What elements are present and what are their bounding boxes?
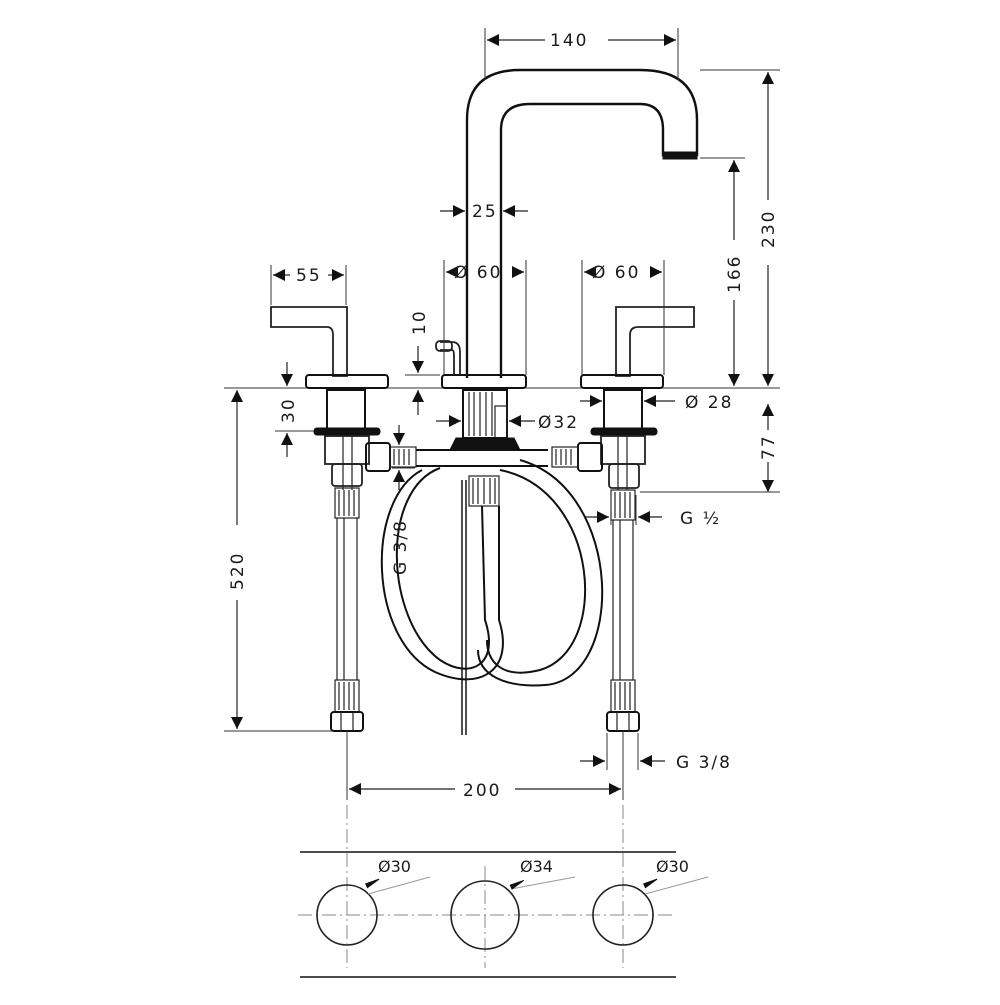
label-total-height: 230: [759, 210, 779, 248]
label-hose-thread: G 3/8: [391, 519, 411, 575]
dim-hose-length: 520: [224, 387, 332, 732]
label-hose-length: 520: [228, 552, 248, 590]
spout: [465, 68, 699, 378]
label-cutout-left: Ø30: [378, 857, 411, 876]
label-valve-height: 30: [279, 397, 299, 423]
dim-rosette-diameters: Ø 60 Ø 60: [443, 260, 665, 375]
label-spout-body-diameter: Ø32: [538, 413, 579, 433]
label-popup-height: 10: [410, 309, 430, 335]
aerator-icon: [662, 151, 698, 160]
left-handle: [270, 306, 389, 760]
label-below-deck: 77: [759, 434, 779, 460]
dim-heights: 230 166 77: [640, 69, 780, 493]
dim-center-distance: 200: [346, 760, 621, 801]
label-supply-thread: G 3/8: [676, 753, 732, 773]
label-cutout-right: Ø30: [656, 857, 689, 876]
dim-supply-thread: G 3/8: [580, 733, 732, 773]
label-valve-inlet-thread: G ½: [680, 509, 721, 529]
dim-valve-height: 30: [275, 362, 314, 457]
dim-spout-reach: 140: [484, 28, 679, 80]
label-cutout-center: Ø34: [520, 857, 553, 876]
cutout-center: [450, 880, 520, 950]
deck-cutout-plan: Ø30 Ø34 Ø30: [298, 805, 709, 978]
label-right-rosette: Ø 60: [592, 263, 640, 283]
dim-hose-thread: G 3/8: [391, 425, 415, 575]
label-tube-width: 25: [472, 202, 498, 222]
cutout-right: [592, 884, 654, 946]
dim-spout-body-diameter: Ø32: [436, 413, 579, 433]
flexible-hoses: [380, 449, 604, 687]
label-center-rosette: Ø 60: [454, 263, 502, 283]
cutout-left: [316, 884, 378, 946]
label-handle-length: 55: [296, 266, 322, 286]
spout-body: [435, 340, 527, 735]
label-center-distance: 200: [463, 781, 501, 801]
label-outlet-height: 166: [725, 255, 745, 293]
dim-spout-tube-width: 25: [440, 202, 528, 222]
right-outlet-fitting: [551, 442, 603, 472]
dim-handle-length: 55: [270, 265, 347, 305]
dim-popup-height: 10: [405, 309, 440, 415]
dim-valve-inlet-thread: G ½: [585, 495, 721, 529]
label-spout-reach: 140: [550, 31, 588, 51]
label-valve-diameter: Ø 28: [685, 393, 733, 413]
dim-valve-diameter: Ø 28: [580, 393, 733, 413]
